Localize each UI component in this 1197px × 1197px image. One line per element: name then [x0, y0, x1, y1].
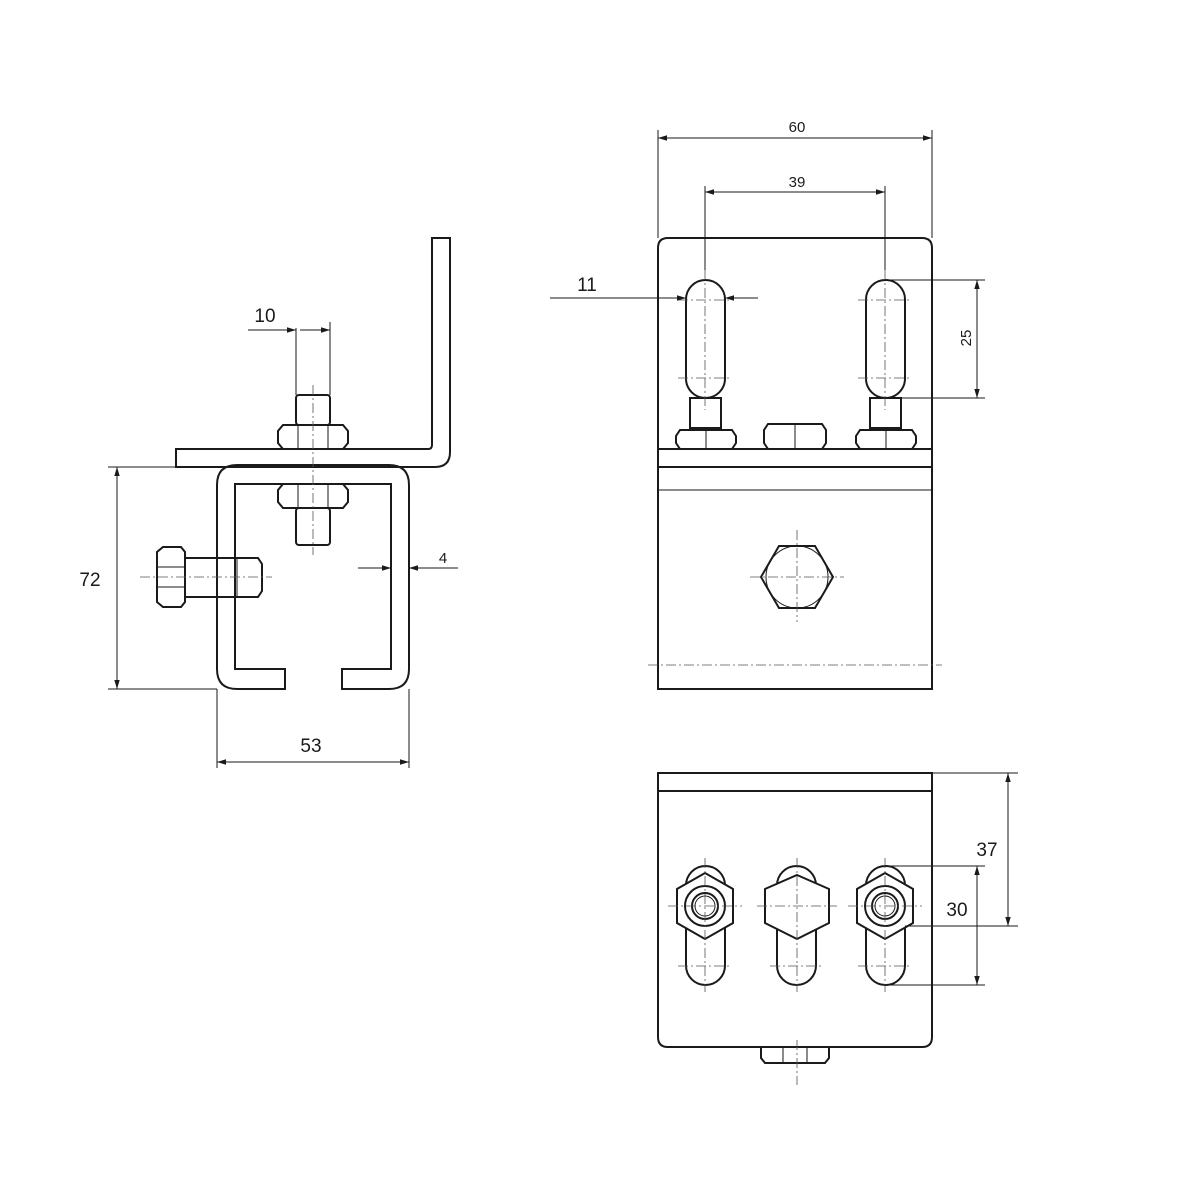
dim-label-slot-width: 11: [577, 275, 597, 296]
side-view: 10 4 72 53: [79, 237, 458, 768]
dimension-53: 53: [216, 689, 410, 768]
dim-label-overall-width: 60: [789, 119, 806, 136]
dimension-37: 37: [905, 772, 1018, 927]
dim-label-wall-thickness: 4: [439, 550, 447, 567]
dimension-60: 60: [657, 119, 933, 238]
dim-label-stud-diameter: 10: [254, 306, 275, 327]
dim-label-bottom-height: 37: [976, 840, 997, 861]
slot-right: [855, 270, 917, 450]
center-nut: [763, 423, 827, 450]
hex-bolt-head: [750, 530, 844, 622]
dimension-4: 4: [358, 550, 458, 571]
l-bracket: [175, 237, 451, 468]
c-channel: [216, 464, 410, 690]
dim-label-slot-length: 25: [958, 330, 975, 347]
dim-label-bottom-slot: 30: [946, 900, 967, 921]
bolt-group-right: [848, 858, 922, 992]
side-bolt: [140, 546, 272, 608]
bolt-group-center: [757, 858, 837, 992]
front-view: 60 39 11 25: [550, 119, 985, 690]
slot-left: [675, 270, 737, 450]
dimension-39: 39: [704, 174, 886, 270]
dimension-11: 11: [550, 275, 758, 301]
dim-label-channel-height: 72: [79, 570, 100, 591]
dimension-25: 25: [885, 279, 985, 399]
bolt-group-left: [668, 858, 742, 992]
dimension-10: 10: [248, 306, 331, 395]
dim-label-slot-spacing: 39: [789, 174, 806, 191]
bottom-nut: [760, 1046, 830, 1064]
dim-label-channel-width: 53: [300, 736, 321, 757]
dimension-30: 30: [885, 865, 985, 986]
bottom-view: 37 30: [657, 772, 1018, 1085]
dimension-72: 72: [79, 466, 217, 690]
